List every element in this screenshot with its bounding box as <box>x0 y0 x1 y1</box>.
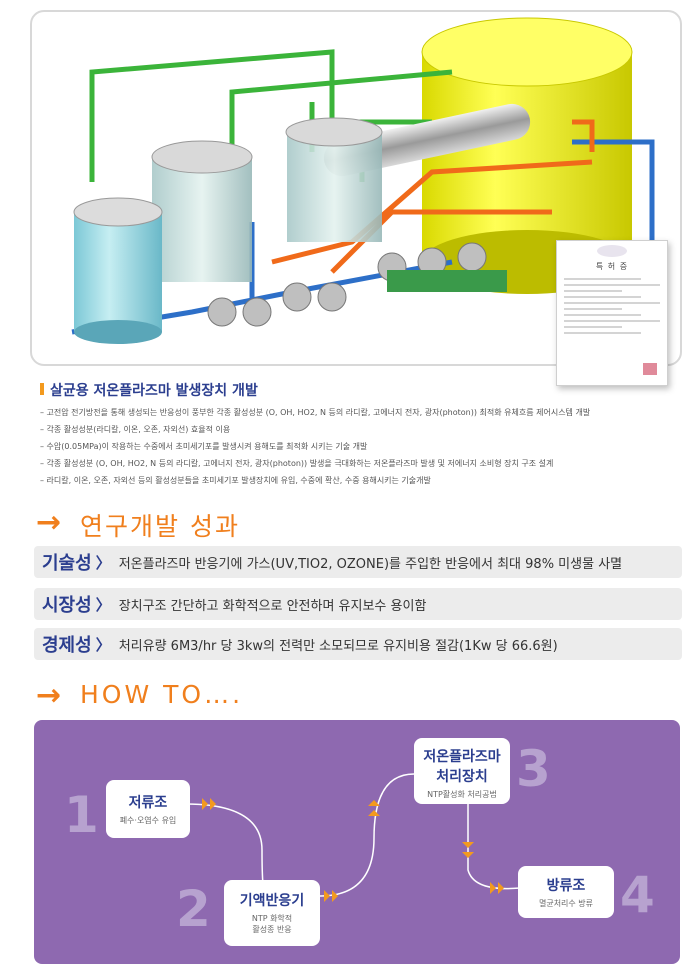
result-label: 시장성 <box>42 595 92 616</box>
glass-tank-3-lid <box>285 117 383 147</box>
step-title: 처리장치 <box>436 769 488 785</box>
result-label: 경제성 <box>42 635 92 656</box>
blower-pumps <box>207 242 487 327</box>
howto-heading: HOW TO…. <box>80 680 244 709</box>
step-title: 저류조 <box>128 795 168 811</box>
glass-tank-2 <box>152 157 252 282</box>
results-heading: 연구개발 성과 <box>80 512 240 541</box>
result-text: 장치구조 간단하고 화학적으로 안전하며 유지보수 용이함 <box>118 598 427 614</box>
step-title: 저온플라즈마 <box>423 749 501 765</box>
step-title: 기액반응기 <box>239 893 305 909</box>
step-number: 4 <box>620 866 655 924</box>
flow-connector-lines <box>185 773 521 902</box>
yellow-tank-top <box>421 17 633 87</box>
chevron-right-icon: 〉 <box>95 595 111 614</box>
cyan-tank-bottom <box>74 320 162 344</box>
certificate-title: 특 허 증 <box>595 262 629 271</box>
yellow-tank-body <box>422 52 632 262</box>
step-number: 1 <box>64 786 99 844</box>
process-flow-panel: 1 저류조 폐수·오염수 유입 2 기액반응기 NTP 화학적 활성종 반응 저… <box>34 720 680 964</box>
result-row-market: 시장성 〉 장치구조 간단하고 화학적으로 안전하며 유지보수 용이함 <box>34 588 682 620</box>
result-text: 처리유량 6M3/hr 당 3kw의 전력만 소모되므로 유지비용 절감(1Kw… <box>118 638 558 654</box>
step-storage-tank: 저류조 폐수·오염수 유입 <box>106 780 190 838</box>
list-item: 각종 활성성분 (O, OH, HO2, N 등의 라디칼, 고에너지 전자, … <box>40 455 680 472</box>
step-subtitle: NTP활성화 처리공법 <box>427 790 497 799</box>
flow-chevron-icons <box>202 798 504 902</box>
step-gas-liquid-reactor: 기액반응기 NTP 화학적 활성종 반응 <box>224 880 320 946</box>
green-pipes <box>89 49 453 182</box>
results-arrow-icon: → <box>36 505 62 540</box>
section-bullet-icon <box>40 383 44 395</box>
glass-tank-3 <box>287 132 382 242</box>
step-subtitle: NTP 화학적 <box>251 914 293 923</box>
result-row-economy: 경제성 〉 처리유량 6M3/hr 당 3kw의 전력만 소모되므로 유지비용 … <box>34 628 682 660</box>
cyan-tank-lid <box>73 197 163 227</box>
certificate-seal-icon <box>643 363 657 375</box>
step-subtitle: 활성종 반응 <box>252 925 292 934</box>
list-item: 각종 활성성분(라디칼, 이온, 오존, 자외선) 효율적 이용 <box>40 421 680 438</box>
orange-pipes <box>271 119 595 274</box>
step-subtitle: 멸균처리수 방류 <box>538 899 594 908</box>
list-item: 수압(0.05MPa)이 작용하는 수중에서 초미세기포를 발생시켜 용해도를 … <box>40 438 680 455</box>
step-subtitle: 폐수·오염수 유입 <box>119 816 177 825</box>
step-plasma-unit: 저온플라즈마 처리장치 NTP활성화 처리공법 <box>414 738 510 804</box>
result-label: 기술성 <box>42 553 92 574</box>
list-item: 고전압 전기방전을 통해 생성되는 반응성이 풍부한 각종 활성성분 (O, O… <box>40 404 680 421</box>
pump-base <box>387 270 507 292</box>
cyan-storage-tank <box>74 212 162 332</box>
chevron-right-icon: 〉 <box>95 635 111 654</box>
certificate-emblem <box>597 245 627 257</box>
step-title: 방류조 <box>546 878 586 894</box>
chevron-right-icon: 〉 <box>95 553 111 572</box>
feature-list: 고전압 전기방전을 통해 생성되는 반응성이 풍부한 각종 활성성분 (O, O… <box>40 404 680 489</box>
section-title: 살균용 저온플라즈마 발생장치 개발 <box>50 383 258 399</box>
result-row-technology: 기술성 〉 저온플라즈마 반응기에 가스(UV,TIO2, OZONE)를 주입… <box>34 546 682 578</box>
howto-arrow-icon: → <box>36 678 62 713</box>
step-discharge-tank: 방류조 멸균처리수 방류 <box>518 866 614 918</box>
step-number: 2 <box>176 880 211 938</box>
list-item: 라디칼, 이온, 오존, 자외선 등의 활성성분들을 초미세기포 발생장치에 유… <box>40 472 680 489</box>
step-number: 3 <box>516 740 551 798</box>
glass-tank-2-lid <box>151 140 253 174</box>
patent-certificate: 특 허 증 <box>556 240 668 386</box>
result-text: 저온플라즈마 반응기에 가스(UV,TIO2, OZONE)를 주입한 반응에서… <box>118 556 623 572</box>
